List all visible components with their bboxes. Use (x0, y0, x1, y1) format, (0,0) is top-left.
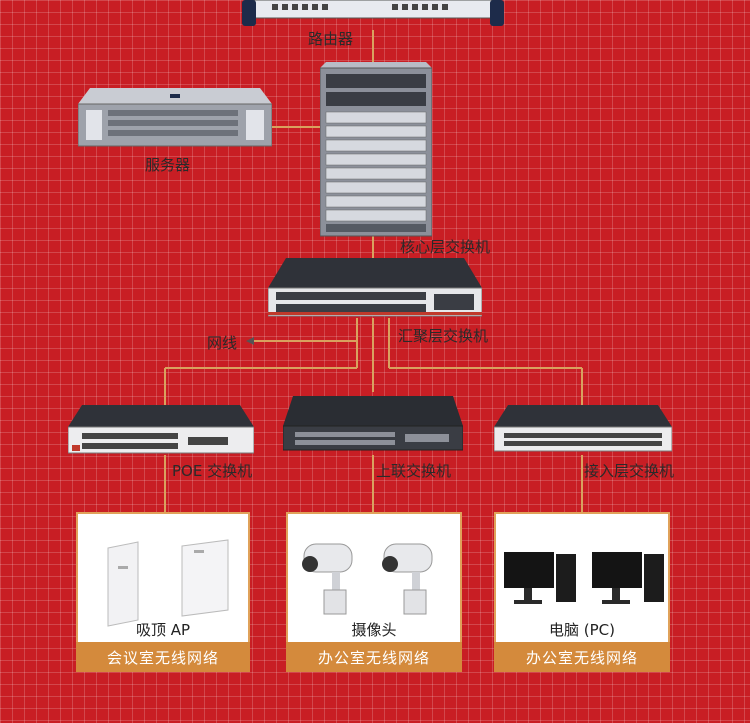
group-pc-label: 电脑 (PC) (496, 619, 668, 640)
group-ap: 吸顶 AP 会议室无线网络 (76, 512, 250, 672)
server-label: 服务器 (145, 154, 190, 175)
aggregation-switch-label: 汇聚层交换机 (398, 325, 488, 346)
group-camera-footer: 办公室无线网络 (286, 642, 462, 672)
uplink-switch-device (283, 396, 463, 454)
group-ap-footer: 会议室无线网络 (76, 642, 250, 672)
core-switch-device (320, 62, 432, 238)
poe-switch-device (68, 405, 254, 455)
aggregation-switch-device (268, 258, 482, 318)
group-camera-label: 摄像头 (288, 619, 460, 640)
uplink-switch-label: 上联交换机 (376, 460, 451, 481)
access-switch-device (494, 405, 672, 453)
group-ap-label: 吸顶 AP (78, 619, 248, 640)
poe-switch-label: POE 交换机 (172, 460, 252, 481)
router-label: 路由器 (308, 28, 353, 49)
arrow-head (246, 337, 254, 345)
core-switch-label: 核心层交换机 (400, 236, 490, 257)
group-pc: 电脑 (PC) 办公室无线网络 (494, 512, 670, 672)
server-device (78, 86, 272, 148)
group-pc-footer: 办公室无线网络 (494, 642, 670, 672)
access-switch-label: 接入层交换机 (584, 460, 674, 481)
group-camera: 摄像头 办公室无线网络 (286, 512, 462, 672)
router-device (242, 0, 504, 28)
network-cable-label: 网线 (207, 332, 237, 353)
